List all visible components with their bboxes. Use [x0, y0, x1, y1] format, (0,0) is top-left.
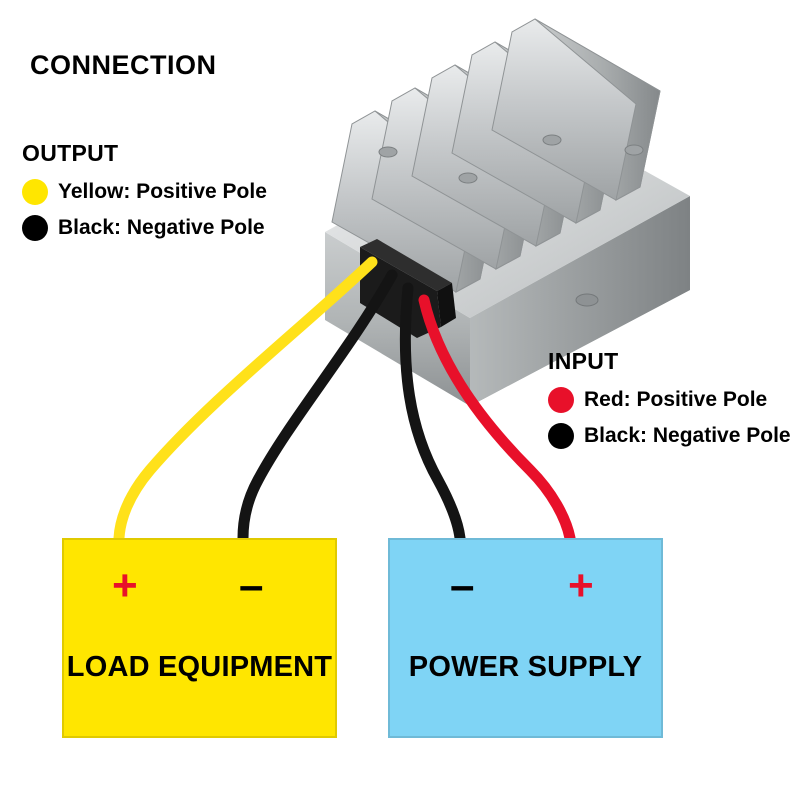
power-negative-symbol: –	[450, 561, 475, 610]
legend-item-input-negative: Black: Negative Pole	[548, 423, 791, 449]
legend-item-output-positive: Yellow: Positive Pole	[22, 179, 267, 205]
black-dot-icon	[548, 423, 574, 449]
dc-dc-converter-module	[325, 18, 690, 406]
terminal-connector	[360, 239, 456, 338]
power-positive-symbol: +	[568, 561, 594, 610]
output-legend: OUTPUT Yellow: Positive Pole Black: Nega…	[22, 140, 267, 241]
black-input-negative-wire	[399, 282, 466, 544]
power-supply-title: POWER SUPPLY	[408, 651, 643, 683]
black-dot-icon	[22, 215, 48, 241]
red-input-positive-wire	[418, 294, 576, 544]
power-supply-box: – + POWER SUPPLY	[388, 538, 663, 738]
input-legend: INPUT Red: Positive Pole Black: Negative…	[548, 348, 791, 449]
legend-item-output-negative: Black: Negative Pole	[22, 215, 267, 241]
legend-item-input-negative-label: Black: Negative Pole	[584, 424, 791, 447]
load-positive-symbol: +	[112, 561, 138, 610]
page-title: CONNECTION	[30, 50, 217, 80]
load-negative-symbol: –	[239, 561, 264, 610]
input-label: INPUT	[548, 348, 619, 374]
legend-item-input-positive: Red: Positive Pole	[548, 387, 791, 413]
red-dot-icon	[548, 387, 574, 413]
yellow-dot-icon	[22, 179, 48, 205]
legend-item-output-positive-label: Yellow: Positive Pole	[58, 180, 267, 203]
output-label: OUTPUT	[22, 140, 119, 166]
load-equipment-box: + – LOAD EQUIPMENT	[62, 538, 337, 738]
legend-item-input-positive-label: Red: Positive Pole	[584, 388, 768, 411]
load-equipment-title: LOAD EQUIPMENT	[66, 651, 333, 683]
yellow-output-positive-wire	[113, 256, 378, 544]
legend-item-output-negative-label: Black: Negative Pole	[58, 216, 265, 239]
black-output-negative-wire	[237, 269, 398, 544]
